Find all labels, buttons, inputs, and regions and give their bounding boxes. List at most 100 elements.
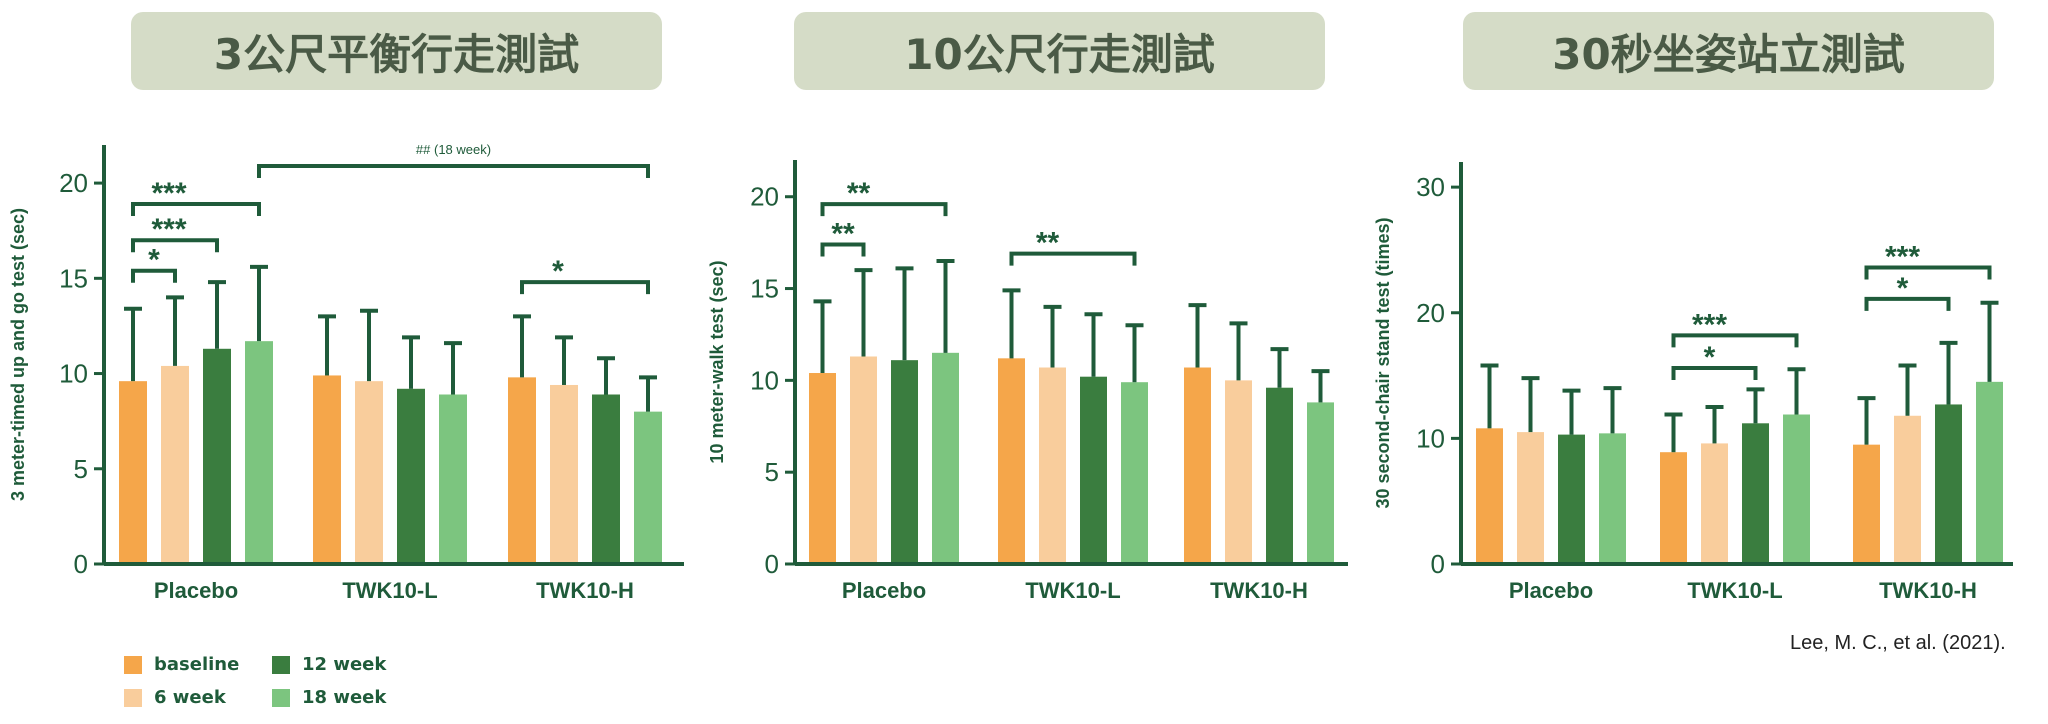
bar	[1184, 367, 1211, 564]
significance-bracket	[1009, 251, 1137, 266]
legend-item-baseline: baseline	[124, 654, 239, 675]
significance-label: ***	[151, 213, 186, 246]
panel-title-2-text: 10公尺行走測試	[904, 29, 1215, 79]
significance-bracket	[257, 163, 650, 178]
significance-label: **	[847, 177, 871, 210]
category-label: Placebo	[842, 578, 926, 603]
y-axis-label: 10 meter-walk test (sec)	[707, 260, 727, 463]
bar	[1307, 402, 1334, 564]
bar	[1742, 423, 1769, 564]
bar	[245, 341, 273, 564]
bar	[1660, 452, 1687, 564]
bar	[313, 375, 341, 564]
legend-swatch-6-week	[124, 688, 142, 707]
y-tick-label: 30	[1416, 172, 1445, 202]
y-tick-label: 5	[765, 457, 779, 487]
bar	[119, 381, 147, 564]
bar	[998, 358, 1025, 564]
significance-label: *	[1897, 272, 1909, 305]
bar	[1039, 367, 1066, 564]
bar	[1517, 432, 1544, 564]
significance-label: ***	[1885, 241, 1920, 274]
bar	[1225, 380, 1252, 564]
bar	[1080, 376, 1107, 564]
bar	[1599, 433, 1626, 564]
panel-title-3-text: 30秒坐姿站立測試	[1552, 29, 1905, 79]
bar	[809, 373, 836, 564]
legend-swatch-18-week	[272, 688, 290, 707]
bar	[439, 394, 467, 564]
significance-label: ## (18 week)	[416, 142, 491, 157]
y-tick-label: 10	[1416, 423, 1445, 453]
bar	[1783, 414, 1810, 564]
legend-item-6-week: 6 week	[124, 687, 226, 708]
bar	[1894, 415, 1921, 564]
bar	[1853, 444, 1880, 564]
significance-bracket	[1671, 333, 1799, 348]
significance-label: *	[1704, 341, 1716, 374]
legend-label-18-week: 18 week	[302, 687, 387, 708]
category-label: Placebo	[154, 578, 238, 603]
y-tick-label: 15	[59, 263, 88, 293]
bar	[1701, 443, 1728, 564]
y-tick-label: 5	[74, 454, 88, 484]
y-axis-label: 3 meter-timed up and go test (sec)	[8, 208, 28, 501]
legend-item-12-week: 12 week	[272, 654, 386, 675]
panel-title-1: 3公尺平衡行走測試	[131, 12, 662, 90]
significance-bracket	[1864, 296, 1951, 311]
y-tick-label: 20	[59, 168, 88, 198]
significance-label: **	[1036, 227, 1060, 260]
panel-title-3: 30秒坐姿站立測試	[1463, 12, 1994, 90]
y-tick-label: 15	[750, 274, 779, 304]
bar	[355, 381, 383, 564]
significance-bracket	[131, 202, 261, 217]
bar	[1976, 381, 2003, 564]
significance-label: *	[552, 255, 564, 288]
significance-label: *	[148, 244, 160, 277]
category-label: TWK10-L	[1025, 578, 1120, 603]
panel-title-2: 10公尺行走測試	[794, 12, 1325, 90]
bar	[508, 377, 536, 564]
y-tick-label: 0	[765, 549, 779, 579]
bar	[1266, 387, 1293, 564]
significance-bracket	[131, 238, 219, 253]
bar	[891, 360, 918, 564]
bar	[1558, 434, 1585, 564]
panel-title-1-text: 3公尺平衡行走測試	[213, 29, 580, 79]
category-label: TWK10-L	[342, 578, 437, 603]
bar	[203, 348, 231, 564]
legend: baseline 6 week 12 week 18 week	[124, 654, 424, 718]
bar	[550, 384, 578, 564]
legend-swatch-12-week	[272, 655, 290, 674]
y-tick-label: 0	[74, 549, 88, 579]
bar	[397, 388, 425, 564]
bar	[592, 394, 620, 564]
significance-label: ***	[1692, 308, 1727, 341]
legend-label-12-week: 12 week	[302, 654, 387, 675]
legend-swatch-baseline	[124, 655, 142, 674]
bar	[932, 352, 959, 564]
significance-bracket	[820, 242, 866, 257]
significance-label: ***	[151, 177, 186, 210]
bar	[1121, 382, 1148, 564]
legend-label-6-week: 6 week	[154, 687, 226, 708]
category-label: TWK10-L	[1687, 578, 1782, 603]
y-tick-label: 10	[750, 365, 779, 395]
bar	[1476, 428, 1503, 564]
y-tick-label: 10	[59, 359, 88, 389]
bar	[634, 411, 662, 564]
category-label: TWK10-H	[1210, 578, 1308, 603]
category-label: TWK10-H	[536, 578, 634, 603]
significance-bracket	[1864, 265, 1992, 280]
category-label: Placebo	[1509, 578, 1593, 603]
significance-bracket	[820, 202, 948, 217]
y-tick-label: 20	[750, 182, 779, 212]
bar	[161, 365, 189, 564]
bar	[850, 356, 877, 564]
y-tick-label: 0	[1431, 549, 1445, 579]
legend-item-18-week: 18 week	[272, 687, 386, 708]
citation: Lee, M. C., et al. (2021).	[1790, 632, 2006, 654]
category-label: TWK10-H	[1879, 578, 1977, 603]
significance-label: **	[831, 217, 855, 250]
